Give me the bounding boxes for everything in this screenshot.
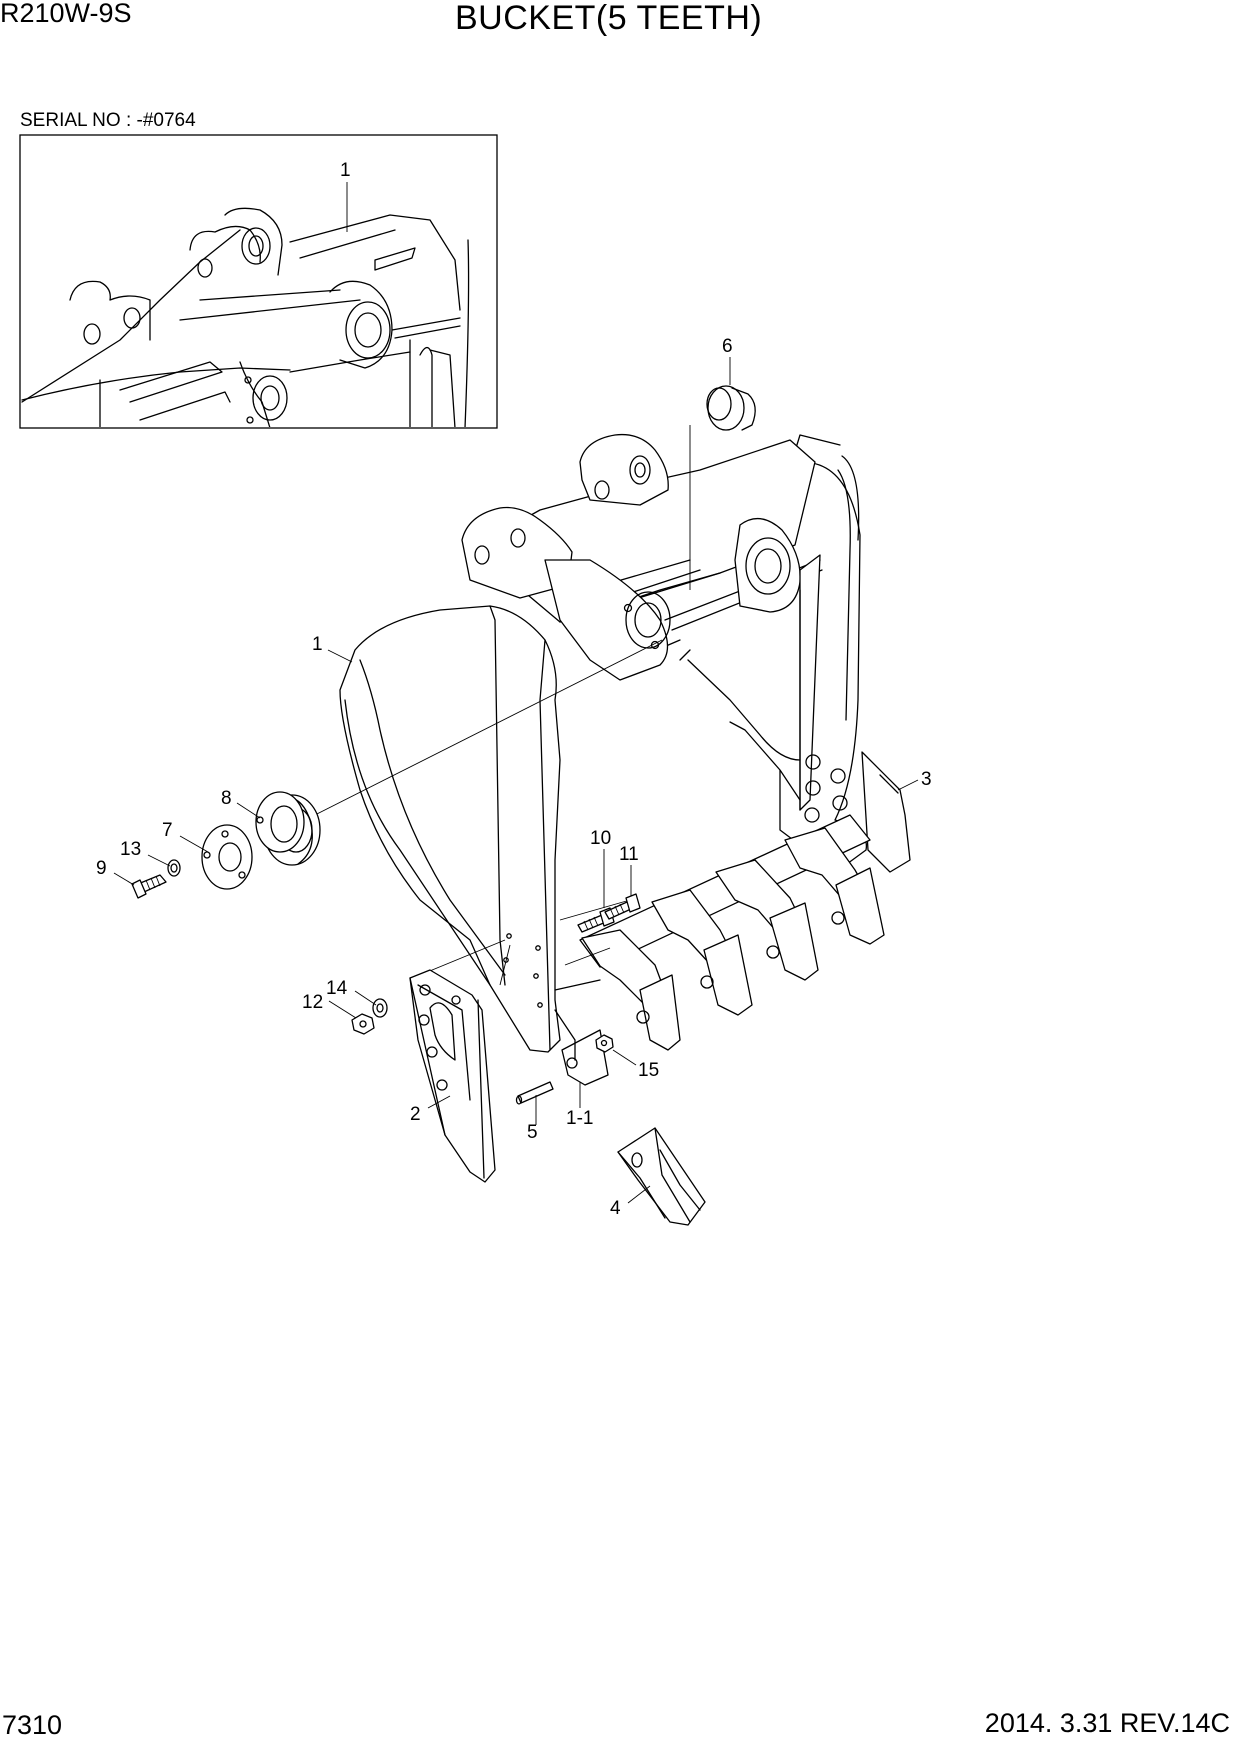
part-13-washer bbox=[167, 859, 181, 877]
assembly-axis-lines bbox=[304, 425, 691, 986]
callout-2: 2 bbox=[410, 1104, 421, 1125]
callout-4: 4 bbox=[610, 1198, 621, 1219]
revision-label: 2014. 3.31 REV.14C bbox=[984, 1708, 1230, 1738]
callout-6: 6 bbox=[722, 336, 733, 357]
callout-11: 11 bbox=[619, 844, 639, 865]
callout-13: 13 bbox=[120, 839, 141, 860]
callout-10: 10 bbox=[590, 828, 611, 849]
callout-12: 12 bbox=[302, 992, 323, 1013]
callout-1-1: 1-1 bbox=[566, 1108, 593, 1129]
part-12-nut bbox=[351, 1013, 375, 1035]
bucket-body bbox=[339, 433, 911, 1086]
page-number: 7310 bbox=[2, 1710, 63, 1740]
callout-5: 5 bbox=[527, 1122, 538, 1143]
part-4-tooth bbox=[617, 1127, 706, 1226]
part-11-bolt bbox=[604, 893, 641, 920]
page-title: BUCKET(5 TEETH) bbox=[455, 0, 763, 37]
callout-3: 3 bbox=[921, 769, 932, 790]
part-8-spacer bbox=[255, 791, 321, 866]
callout-1: 1 bbox=[312, 634, 323, 655]
callout-15: 15 bbox=[638, 1060, 659, 1081]
callout-labels: 6 1 3 8 7 13 9 10 11 14 12 15 2 5 1-1 4 bbox=[96, 336, 932, 1219]
part-2-side-cutter bbox=[409, 969, 496, 1183]
part-15-nut bbox=[595, 1034, 614, 1053]
part-14-washer bbox=[372, 998, 388, 1018]
callout-8: 8 bbox=[221, 788, 232, 809]
callout-7: 7 bbox=[162, 820, 173, 841]
inset-panel: 1 bbox=[19, 134, 498, 429]
model-label: R210W-9S bbox=[0, 0, 132, 28]
part-7-plate bbox=[201, 824, 253, 890]
callout-9: 9 bbox=[96, 858, 107, 879]
part-5-pin bbox=[515, 1081, 554, 1105]
part-6-bushing bbox=[706, 385, 756, 431]
leader-lines bbox=[113, 357, 919, 1204]
serial-number-label: SERIAL NO : -#0764 bbox=[20, 110, 196, 131]
part-9-bolt bbox=[131, 874, 167, 899]
callout-14: 14 bbox=[326, 978, 348, 999]
inset-callout-1: 1 bbox=[340, 160, 351, 181]
